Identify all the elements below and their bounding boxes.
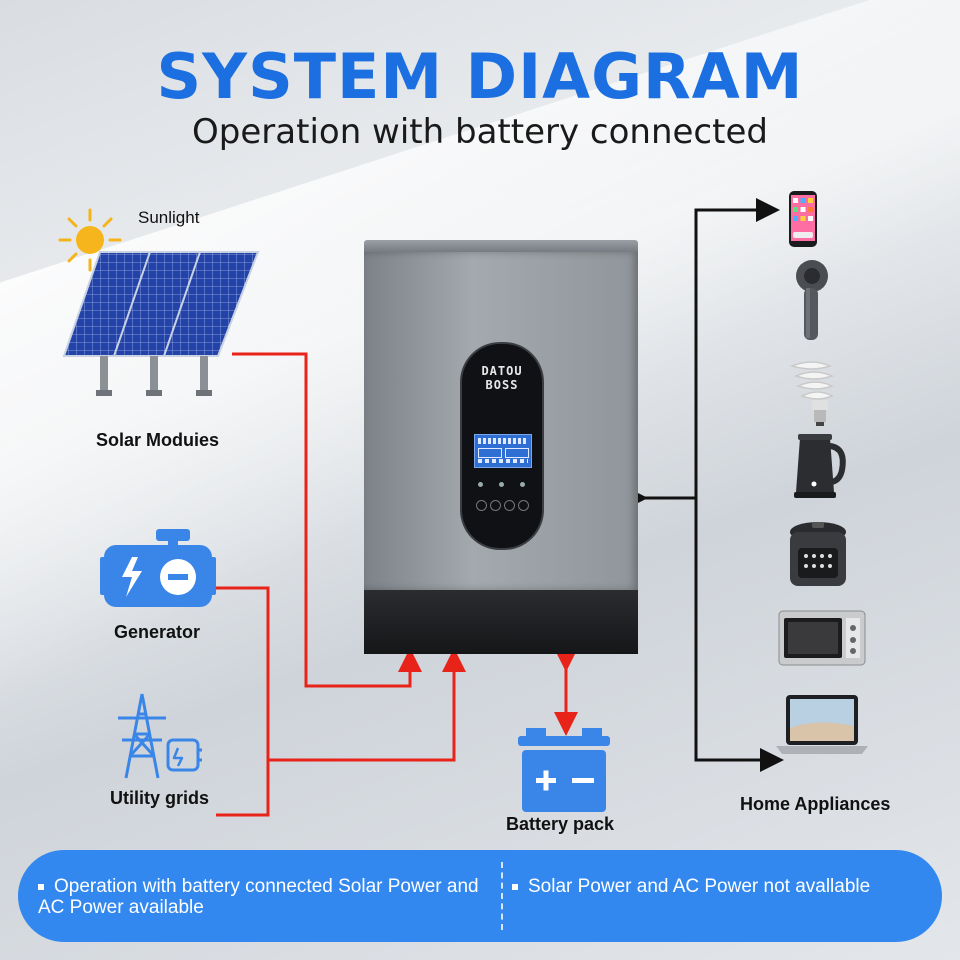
light-bulb-icon xyxy=(789,361,835,426)
inverter-base xyxy=(364,590,638,654)
footer-left-text: Operation with battery connected Solar P… xyxy=(38,876,479,918)
inverter-top xyxy=(364,240,638,254)
lcd-screen xyxy=(474,434,532,468)
bullet-icon xyxy=(512,883,518,890)
page-subtitle: Operation with battery connected xyxy=(192,112,768,152)
panel-buttons[interactable] xyxy=(474,498,530,512)
generator-icon xyxy=(100,529,216,607)
status-leds xyxy=(474,480,530,490)
smartphone-icon xyxy=(789,191,817,247)
page-title: SYSTEM DIAGRAM xyxy=(156,40,804,113)
battery-label: Battery pack xyxy=(506,814,615,834)
utility-label: Utility grids xyxy=(110,788,210,808)
solar-panels-icon xyxy=(62,251,260,396)
rice-cooker-icon xyxy=(790,522,846,586)
control-panel: DATOU BOSS xyxy=(462,344,542,548)
appliances-label: Home Appliances xyxy=(740,794,891,814)
battery-icon xyxy=(518,728,610,812)
generator-label: Generator xyxy=(114,622,201,642)
electric-kettle-icon xyxy=(794,434,846,498)
toaster-oven-icon xyxy=(778,610,866,666)
footer-right: Solar Power and AC Power not avallable xyxy=(512,876,922,897)
sunlight-label: Sunlight xyxy=(138,208,200,227)
bullet-icon xyxy=(38,883,44,890)
ac-wire xyxy=(268,648,466,762)
footer-left: Operation with battery connected Solar P… xyxy=(38,876,488,918)
hair-dryer-icon xyxy=(796,260,828,340)
brand-line-2: BOSS xyxy=(485,378,519,392)
utility-tower-icon xyxy=(118,693,202,779)
solar-label: Solar Moduies xyxy=(96,430,220,450)
footer-banner: Operation with battery connected Solar P… xyxy=(18,850,942,942)
footer-divider xyxy=(501,862,503,930)
appliance-bus xyxy=(694,208,784,772)
brand-line-1: DATOU xyxy=(481,364,523,378)
solar-wire xyxy=(232,352,422,688)
laptop-icon xyxy=(776,695,868,754)
footer-right-text: Solar Power and AC Power not avallable xyxy=(528,876,871,897)
generator-wire xyxy=(216,586,270,817)
inverter-unit: DATOU BOSS xyxy=(364,240,638,654)
